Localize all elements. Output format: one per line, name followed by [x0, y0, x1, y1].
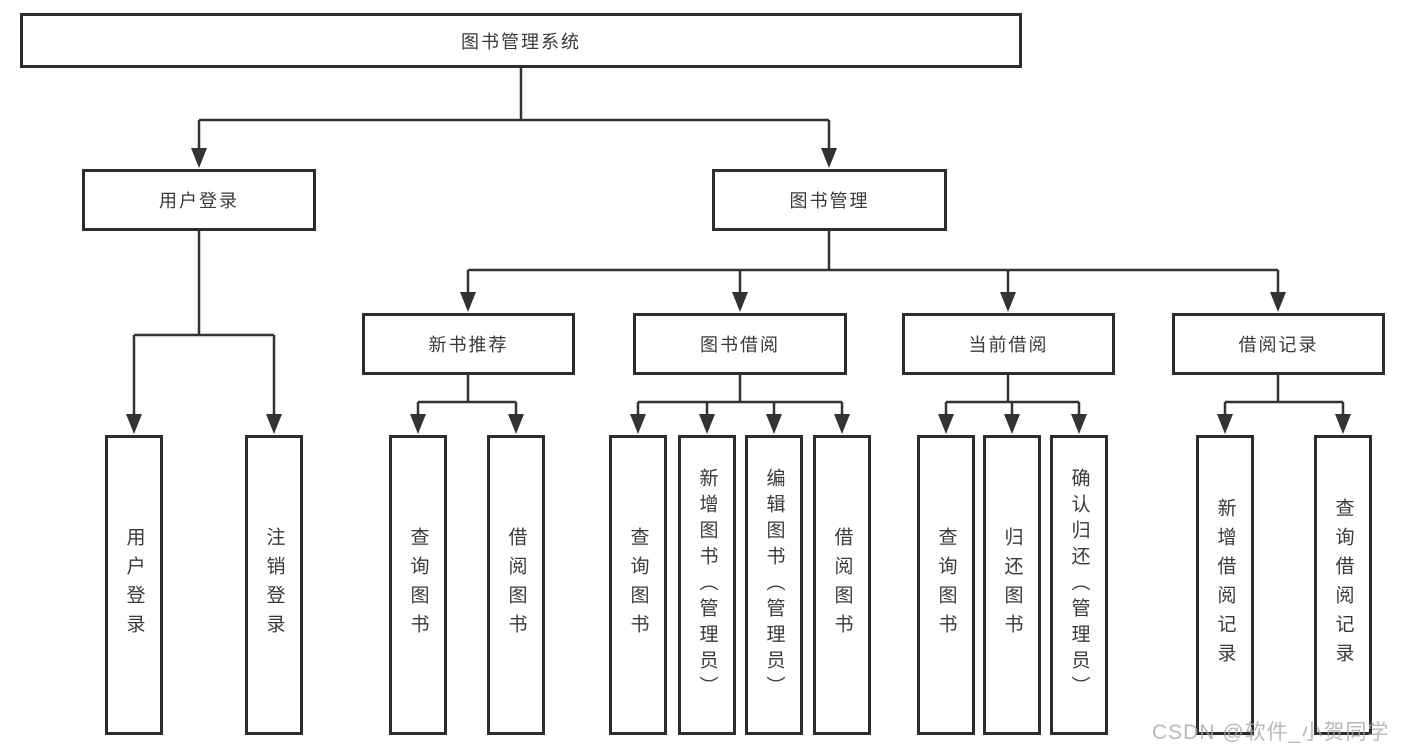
leaf-add-borrow-record: 新增借阅记录: [1196, 435, 1254, 735]
node-book-borrowing: 图书借阅: [633, 313, 847, 375]
leaf-edit-books-admin: 编辑图书（管理员）: [745, 435, 803, 735]
node-library-system: 图书管理系统: [20, 13, 1022, 68]
leaf-user-login: 用户登录: [105, 435, 163, 735]
leaf-confirm-return-admin: 确认归还（管理员）: [1050, 435, 1108, 735]
leaf-logout: 注销登录: [245, 435, 303, 735]
leaf-borrow-books-borrowing: 借阅图书: [813, 435, 871, 735]
leaf-query-borrow-record: 查询借阅记录: [1314, 435, 1372, 735]
leaf-add-books-admin: 新增图书（管理员）: [678, 435, 736, 735]
leaf-return-books: 归还图书: [983, 435, 1041, 735]
leaf-query-books-borrowing: 查询图书: [609, 435, 667, 735]
csdn-watermark: CSDN @软件_小贺同学: [1152, 721, 1390, 744]
leaf-query-books-recommend: 查询图书: [389, 435, 447, 735]
node-new-book-recommend: 新书推荐: [362, 313, 575, 375]
node-borrowing-records: 借阅记录: [1172, 313, 1385, 375]
leaf-borrow-books-recommend: 借阅图书: [487, 435, 545, 735]
leaf-query-books-current: 查询图书: [917, 435, 975, 735]
node-user-login: 用户登录: [82, 169, 316, 231]
node-current-borrowing: 当前借阅: [902, 313, 1115, 375]
node-book-management: 图书管理: [712, 169, 947, 231]
